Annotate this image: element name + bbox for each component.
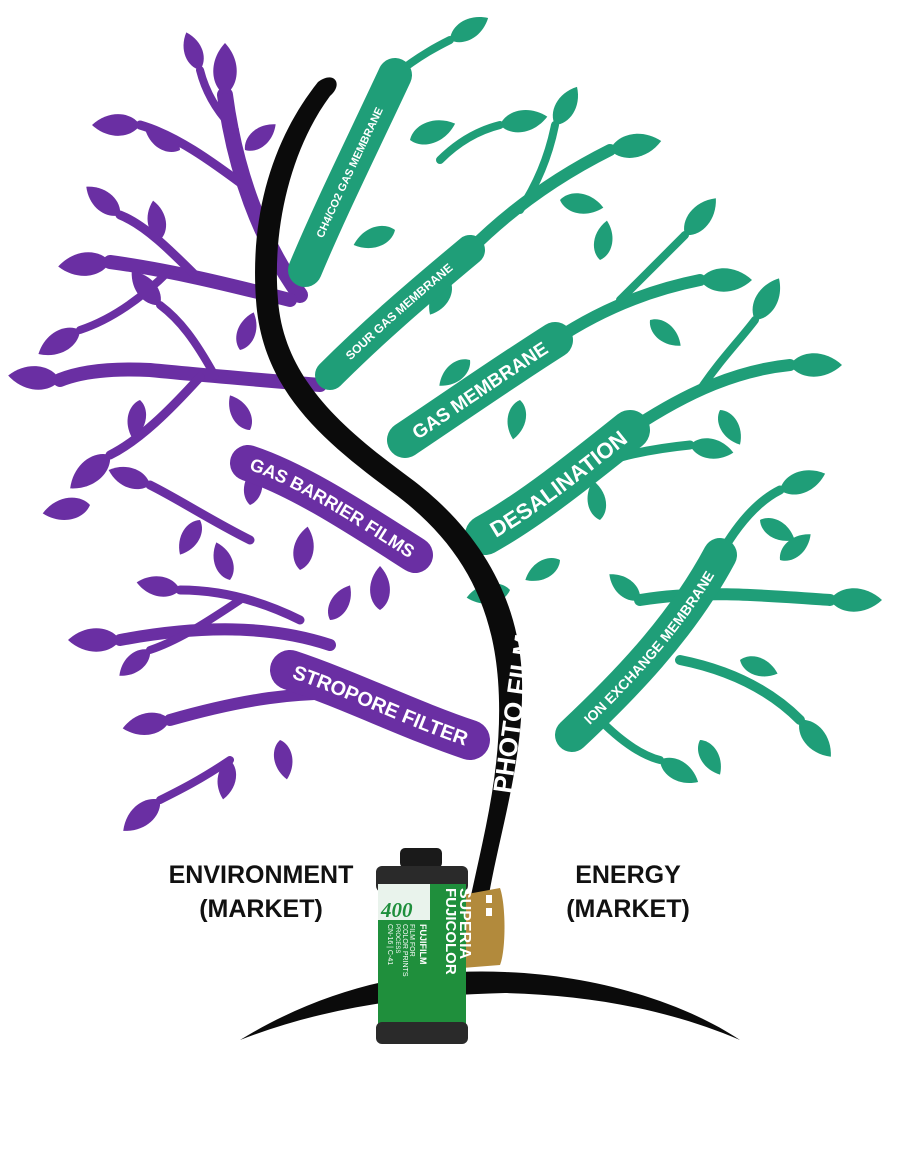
canister-brand: FUJICOLOR — [442, 888, 459, 975]
trunk-label: PHOTO FILM — [487, 633, 539, 795]
canister-maker: FUJIFILM — [418, 924, 428, 965]
environment-market-type: (MARKET) — [199, 895, 323, 923]
canister-iso: 400 — [380, 898, 413, 922]
label-gas-membrane: GAS MEMBRANE — [409, 338, 552, 444]
tree-roots — [240, 971, 740, 1040]
label-ion-exchange-membrane: ION EXCHANGE MEMBRANE — [581, 568, 717, 727]
canister-prints: COLOR PRINTS — [401, 924, 408, 977]
environment-market: ENVIRONMENT (MARKET) — [131, 858, 391, 926]
energy-label-ribbons — [288, 58, 737, 752]
energy-market: ENERGY (MARKET) — [498, 858, 758, 926]
canister-film-for: FILM FOR — [408, 924, 415, 957]
label-ch4-co2-gas-membrane: CH4/CO2 GAS MEMBRANE — [315, 106, 386, 240]
environment-market-name: ENVIRONMENT — [168, 861, 354, 889]
label-sour-gas-membrane: SOUR GAS MEMBRANE — [343, 261, 456, 363]
environment-label-ribbons — [230, 445, 490, 760]
energy-market-name: ENERGY — [575, 861, 681, 889]
canister-process: PROCESS — [394, 924, 400, 953]
canister-process-codes: CN-16 | C-41 — [386, 924, 393, 965]
energy-market-type: (MARKET) — [566, 895, 690, 923]
canister-product: SUPERIA — [456, 888, 473, 960]
film-canister: 400 FUJICOLOR SUPERIA FUJIFILM FILM FOR … — [376, 848, 505, 1044]
environment-branches — [53, 66, 366, 804]
film-leader — [462, 888, 505, 968]
film-strip-trunk — [255, 77, 523, 900]
